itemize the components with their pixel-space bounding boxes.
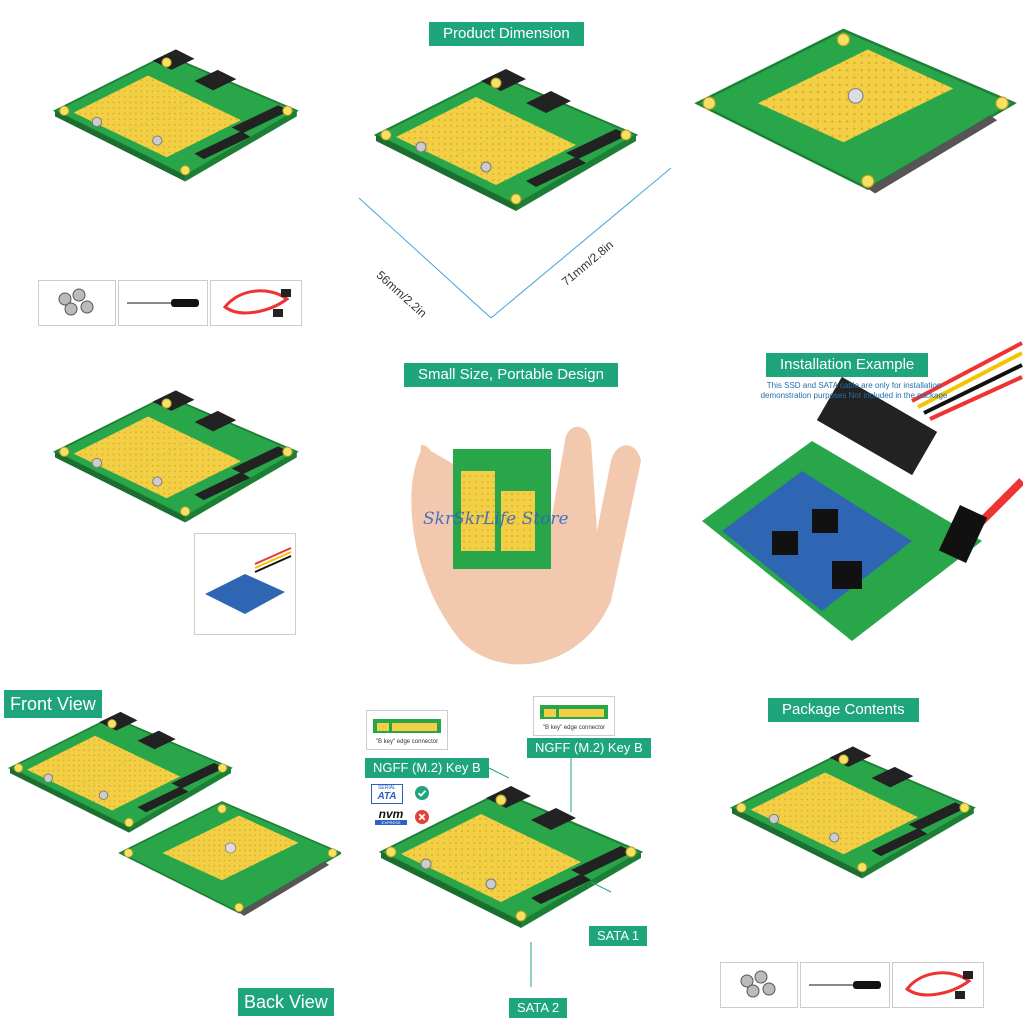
- b-key-connector-caption-1: "B key" edge connector: [375, 739, 439, 745]
- installation-note-line-2: demonstration purposes Not included in t…: [760, 391, 948, 400]
- ngff-key-b-callout-left: NGFF (M.2) Key B: [365, 758, 489, 778]
- screws-thumbnail-2: [720, 962, 798, 1008]
- installation-note-line-1: This SSD and SATA cable are only for ins…: [766, 381, 942, 390]
- store-watermark: SkrSkrLife Store: [423, 509, 569, 529]
- sata-cable-thumbnail-2: [892, 962, 984, 1008]
- board-back-image: [695, 28, 1016, 195]
- check-circle-icon: [415, 786, 429, 800]
- panel-installation-example: Installation Example This SSD and SATA c…: [682, 341, 1023, 682]
- hand-holding-board-image: [411, 426, 641, 665]
- small-size-title: Small Size, Portable Design: [404, 363, 618, 387]
- callout-board-image: [380, 758, 642, 987]
- sata-logo: SERIAL ATA: [371, 784, 403, 804]
- installation-example-title: Installation Example: [766, 353, 929, 377]
- panel-connector-callouts: "B key" edge connector "B key" edge conn…: [341, 682, 682, 1023]
- sata-cable-thumbnail: [210, 280, 302, 326]
- product-dimension-title: Product Dimension: [429, 22, 584, 46]
- dimension-board-image: [358, 68, 672, 319]
- b-key-connector-thumbnail-1: "B key" edge connector: [366, 710, 448, 750]
- screwdriver-thumbnail-2: [800, 962, 890, 1008]
- back-view-label: Back View: [238, 988, 334, 1016]
- sata2-callout: SATA 2: [509, 998, 568, 1018]
- nvme-logo: nvm EXPRESS: [371, 808, 411, 825]
- screwdriver-thumbnail: [118, 280, 208, 326]
- front-back-view-image: [9, 711, 341, 917]
- ngff-key-b-callout-right: NGFF (M.2) Key B: [527, 738, 651, 758]
- installation-image: [702, 341, 1023, 641]
- b-key-connector-thumbnail-2: "B key" edge connector: [533, 696, 615, 736]
- screws-thumbnail: [38, 280, 116, 326]
- cross-circle-icon: [415, 810, 429, 824]
- panel-board-installed-preview: [0, 341, 341, 682]
- front-view-label: Front View: [4, 690, 102, 718]
- nvme-logo-sub: EXPRESS: [375, 820, 407, 825]
- package-contents-title: Package Contents: [768, 698, 919, 722]
- panel-front-back-view: Front View Back View: [0, 682, 341, 1023]
- sata1-callout: SATA 1: [589, 926, 648, 946]
- sata-logo-top: SERIAL: [378, 785, 396, 791]
- sata-logo-text: ATA: [377, 791, 397, 802]
- panel-small-size: Small Size, Portable Design SkrSkrLife S…: [341, 341, 682, 682]
- nvme-logo-text: nvm: [378, 807, 404, 821]
- panel-board-accessories: [0, 0, 341, 341]
- panel-product-dimension: Product Dimension 56mm/2.2in 71mm/2.8in: [341, 0, 682, 341]
- installed-thumbnail: [194, 533, 296, 635]
- b-key-connector-caption-2: "B key" edge connector: [542, 725, 606, 731]
- panel-package-contents: Package Contents: [682, 682, 1023, 1023]
- panel-board-back: [682, 0, 1023, 341]
